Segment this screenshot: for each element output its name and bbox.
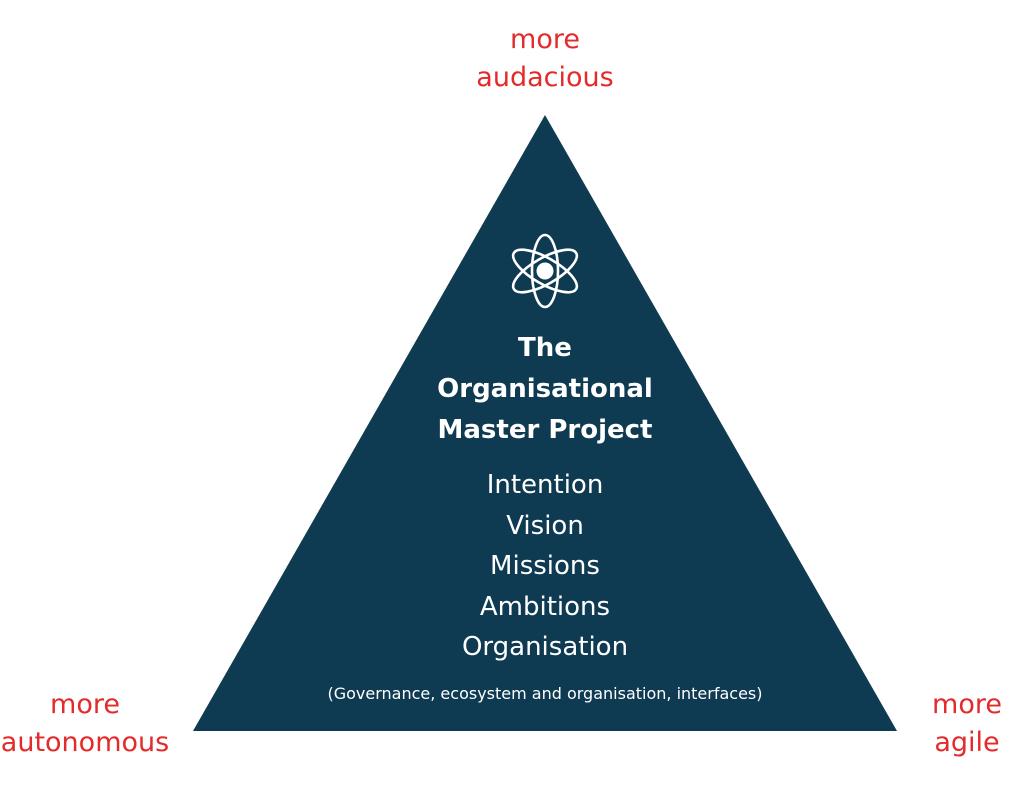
corner-left-line-1: more: [50, 689, 120, 720]
corner-top-line-1: more: [510, 24, 580, 55]
pyramid-item-vision: Vision: [506, 510, 584, 541]
corner-right-line-1: more: [932, 689, 1002, 720]
pyramid-triangle: [193, 115, 897, 731]
pyramid-title: The Organisational Master Project: [312, 328, 778, 451]
pyramid-note: (Governance, ecosystem and organisation,…: [327, 684, 763, 703]
pyramid-item-intention: Intention: [486, 470, 604, 500]
pyramid-item-organisation: Organisation: [461, 632, 629, 662]
corner-label-right: more agile: [912, 686, 1022, 762]
pyramid-item-ambitions: Ambitions: [479, 591, 611, 622]
corner-left-line-2: autonomous: [0, 727, 170, 758]
corner-right-line-2: agile: [934, 727, 1000, 758]
corner-label-left: more autonomous: [0, 686, 170, 762]
pyramid-title-line-2: Organisational: [437, 374, 653, 404]
pyramid-items-list: Intention Vision Missions Ambitions Orga…: [312, 465, 778, 668]
corner-label-top: more audacious: [445, 21, 645, 97]
pyramid-item-missions: Missions: [490, 551, 600, 581]
corner-top-line-2: audacious: [476, 62, 614, 93]
pyramid-title-line-3: Master Project: [437, 415, 653, 445]
pyramid-title-line-1: The: [518, 333, 572, 363]
